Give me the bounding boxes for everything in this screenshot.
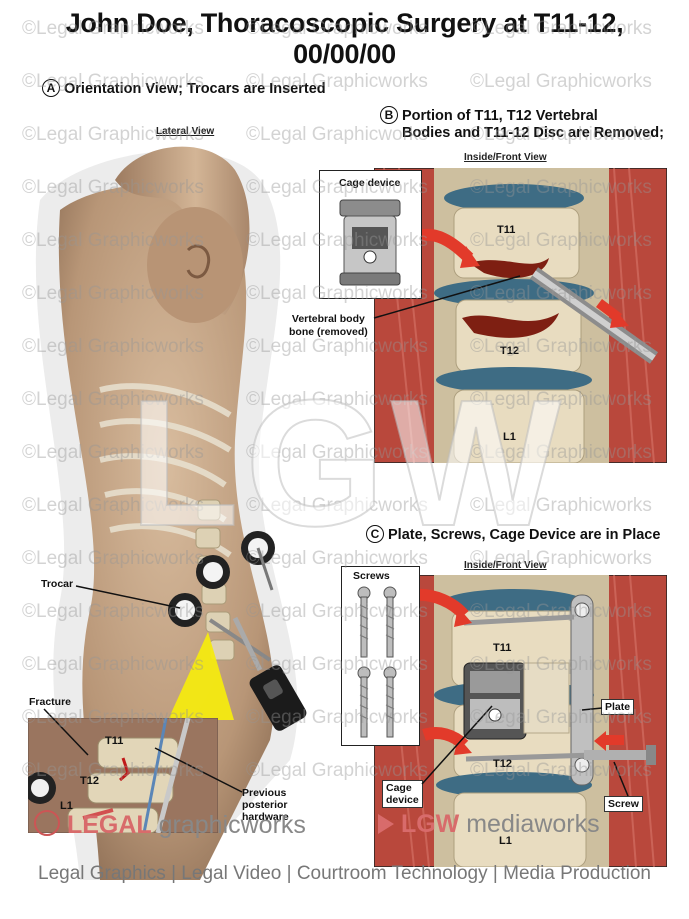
trocar-label: Trocar bbox=[41, 578, 74, 590]
section-c-view-label: Inside/Front View bbox=[464, 560, 547, 571]
vertebrae-removed-panel bbox=[374, 168, 667, 463]
fracture-inset bbox=[28, 718, 218, 833]
brand-legal-graphicworks: LEGAL graphicworks bbox=[34, 810, 306, 840]
cage-leader bbox=[421, 705, 493, 785]
cage-device-title: Cage device bbox=[339, 177, 401, 189]
inset-t11-label: T11 bbox=[105, 735, 124, 747]
c-t12-label: T12 bbox=[493, 758, 512, 770]
section-c-letter: C bbox=[366, 525, 384, 543]
hardware-leader bbox=[154, 747, 243, 793]
endoscope-camera bbox=[249, 665, 307, 731]
trocar-leader bbox=[75, 585, 181, 609]
brand-circle-icon bbox=[34, 810, 60, 836]
watermark: ©Legal Graphicworks bbox=[470, 71, 652, 92]
fracture-label: Fracture bbox=[29, 696, 72, 708]
page-date: 00/00/00 bbox=[293, 39, 396, 69]
c-l1-label: L1 bbox=[499, 835, 512, 847]
plate-label: Plate bbox=[601, 699, 635, 715]
b-l1-label: L1 bbox=[503, 431, 516, 443]
c-t11-label: T11 bbox=[493, 642, 512, 654]
plate-leader bbox=[581, 707, 603, 711]
callout-wedge bbox=[168, 632, 234, 720]
fracture-leader bbox=[43, 708, 89, 756]
vertebral-body-label: Vertebral body bone (removed) bbox=[287, 312, 370, 340]
section-b-view-label: Inside/Front View bbox=[464, 152, 547, 163]
hardware-in-place-panel bbox=[374, 575, 667, 867]
section-b-text2: Bodies and T11-12 Disc are Removed; bbox=[402, 125, 664, 141]
section-a-text: Orientation View; Trocars are Inserted bbox=[64, 81, 326, 97]
section-b-letter: B bbox=[380, 106, 398, 124]
lateral-body-illustration bbox=[35, 146, 307, 880]
screw-leader bbox=[613, 761, 629, 797]
b-t12-label: T12 bbox=[500, 345, 519, 357]
inset-t12-label: T12 bbox=[80, 775, 99, 787]
screws-icon bbox=[357, 586, 397, 738]
section-c-text: Plate, Screws, Cage Device are in Place bbox=[388, 527, 661, 543]
lateral-view-label: Lateral View bbox=[156, 126, 215, 137]
section-b-text1: Portion of T11, T12 Vertebral bbox=[402, 108, 598, 124]
inset-l1-label: L1 bbox=[60, 800, 73, 812]
play-icon bbox=[378, 814, 394, 834]
cage-device-label: Cage device bbox=[382, 780, 423, 808]
section-a-letter: A bbox=[42, 79, 60, 97]
previous-hardware-label: Previous posterior hardware bbox=[242, 787, 289, 823]
watermark: ©Legal Graphicworks bbox=[470, 495, 652, 516]
vertebral-body-leader bbox=[373, 275, 521, 319]
brand-lgw-mediaworks: LGW mediaworks bbox=[378, 810, 600, 839]
screw-label: Screw bbox=[604, 796, 643, 812]
screws-inset: Screws bbox=[341, 566, 420, 746]
b-t11-label: T11 bbox=[497, 224, 516, 236]
screws-title: Screws bbox=[353, 570, 390, 582]
page-title: John Doe, Thoracoscopic Surgery at T11-1… bbox=[65, 8, 624, 38]
cage-device-icon bbox=[339, 199, 401, 286]
cage-device-inset: Cage device bbox=[319, 170, 422, 299]
footer-services: Legal Graphics | Legal Video | Courtroom… bbox=[38, 863, 651, 884]
